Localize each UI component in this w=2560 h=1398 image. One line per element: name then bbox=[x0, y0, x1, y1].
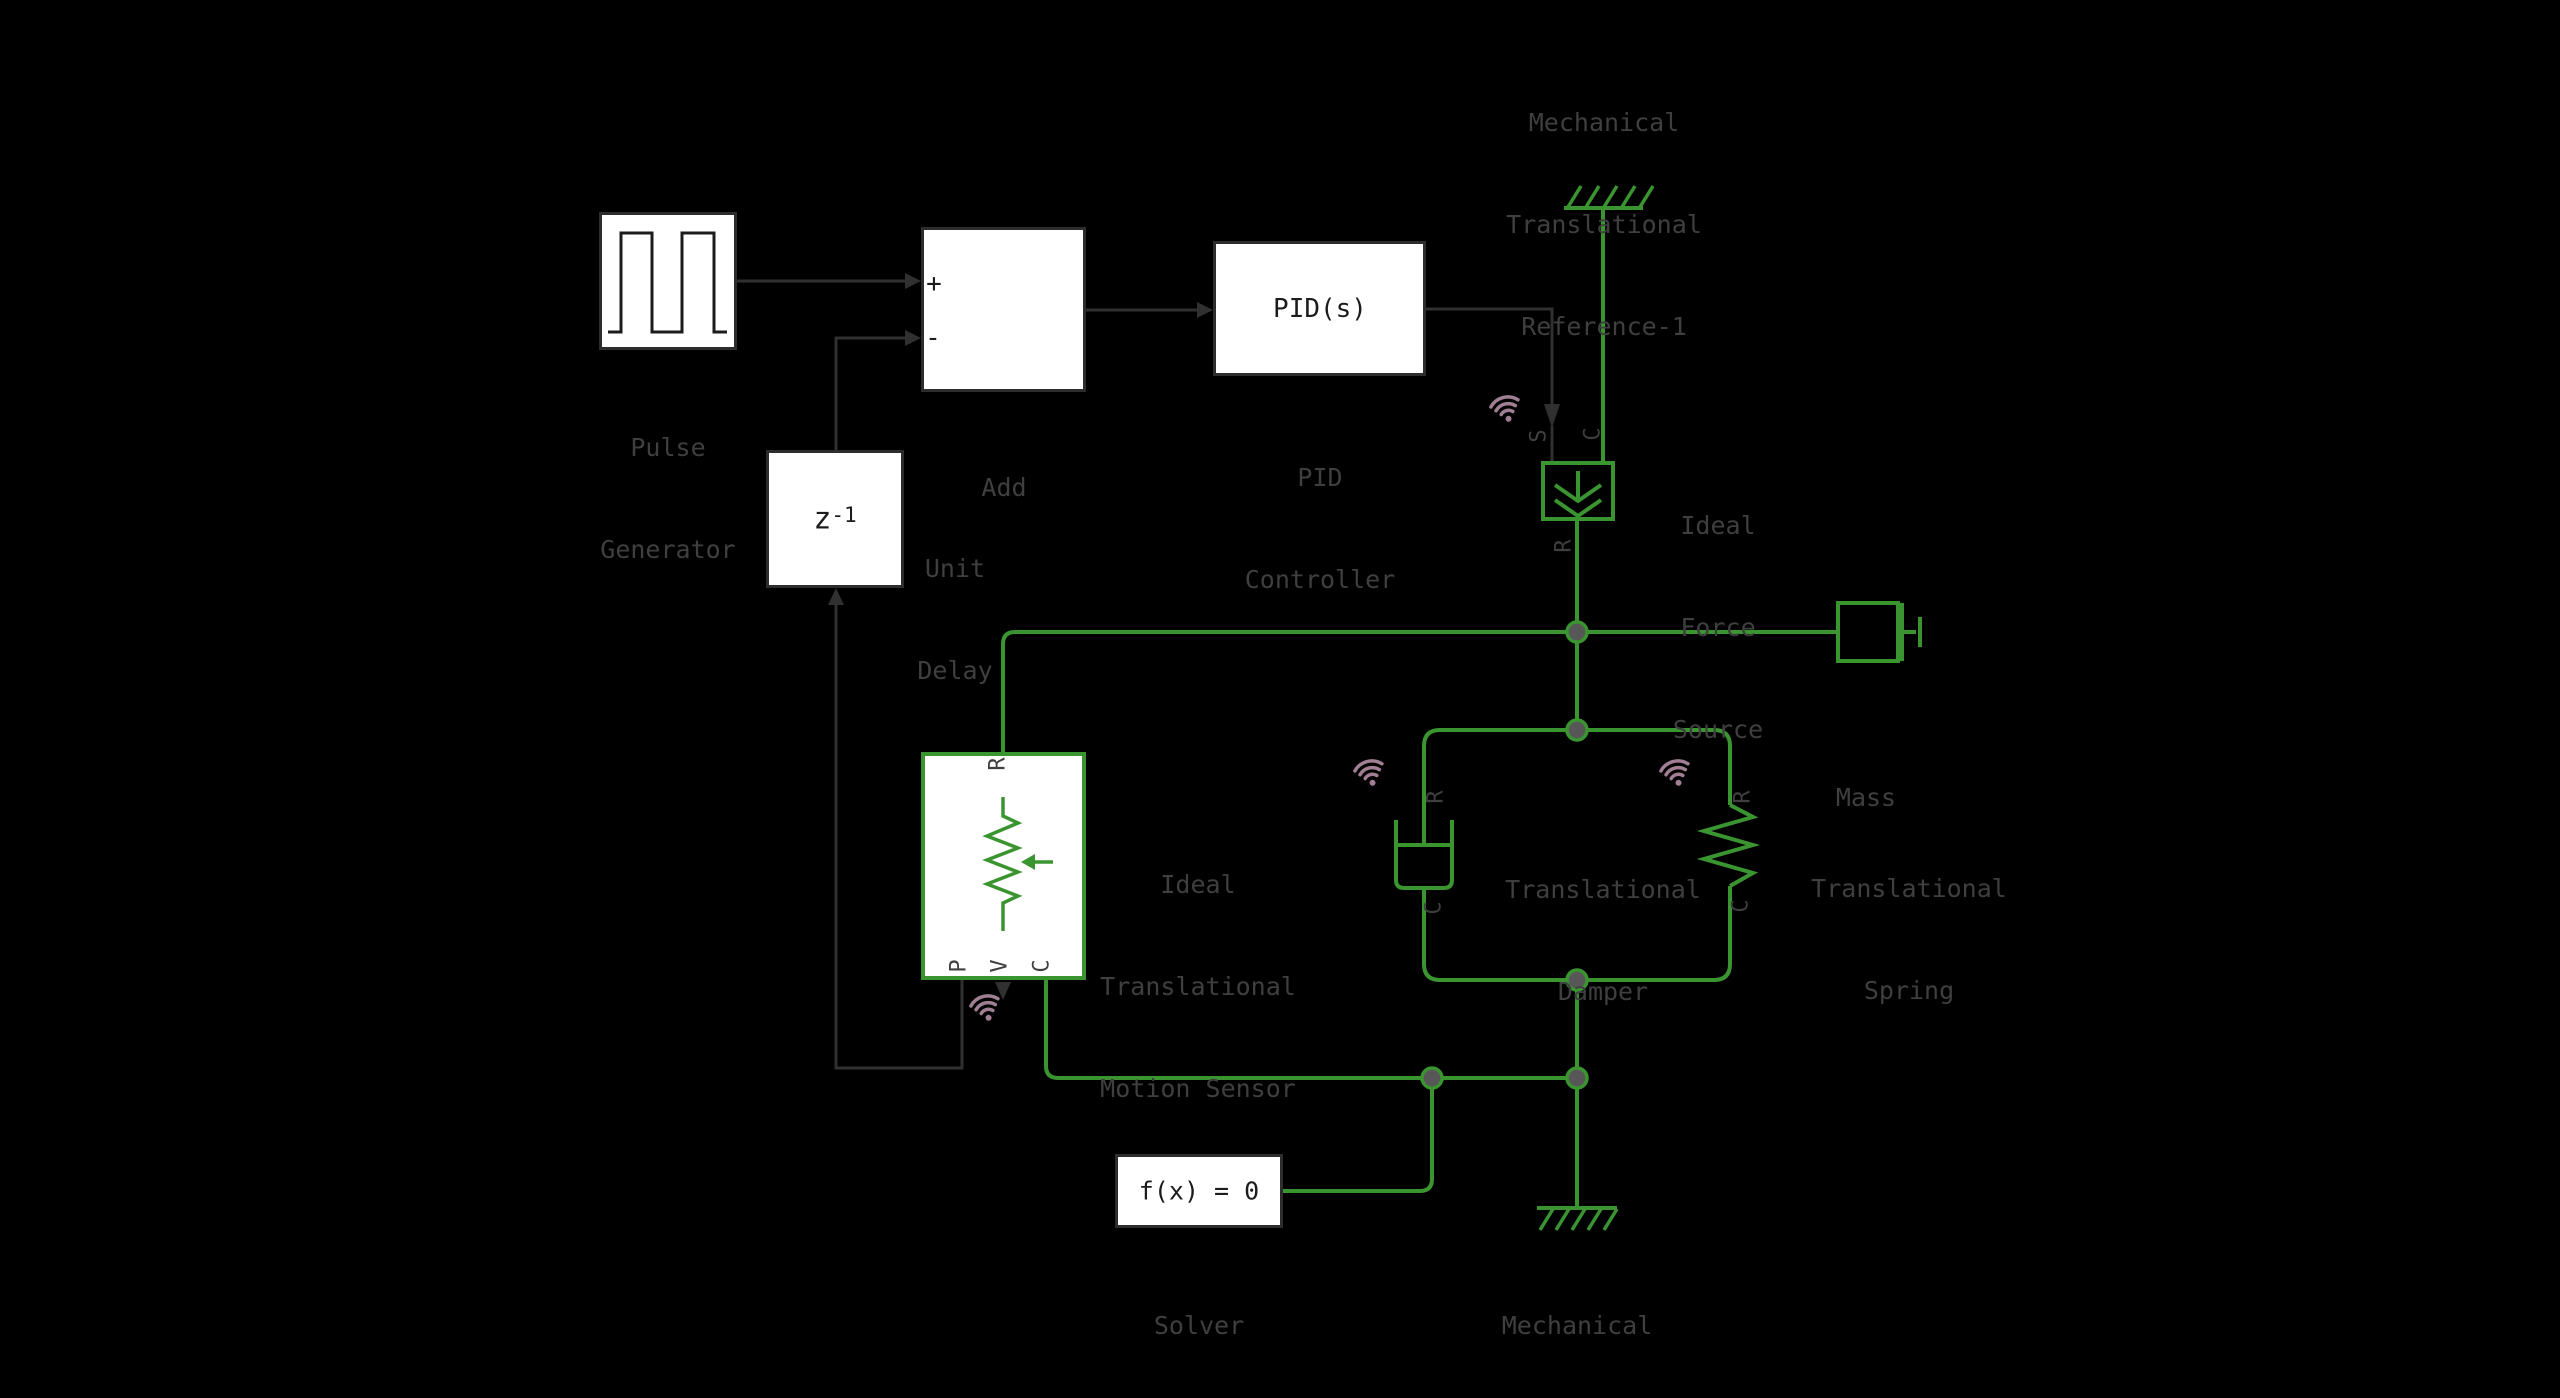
add-block[interactable] bbox=[921, 227, 1086, 392]
spring-port-c: C bbox=[1728, 899, 1754, 913]
mass-block[interactable] bbox=[1836, 601, 1922, 663]
wifi-icon[interactable] bbox=[1659, 758, 1692, 789]
potentiometer-arrow-icon bbox=[982, 797, 1053, 931]
arrowhead-icon bbox=[905, 330, 921, 346]
add-to-pid-wire[interactable] bbox=[1086, 302, 1213, 318]
pid-to-force-source-wire[interactable] bbox=[1426, 307, 1560, 463]
mass-block-icon bbox=[1900, 603, 1922, 661]
sensor-port-r: R bbox=[985, 757, 1011, 771]
wifi-icon[interactable] bbox=[1353, 758, 1386, 789]
mechanical-translational-reference-block[interactable] bbox=[1537, 1206, 1619, 1231]
pid-controller-block[interactable] bbox=[1213, 241, 1426, 376]
arrowhead-icon bbox=[828, 588, 844, 605]
ideal-force-source-block[interactable] bbox=[1541, 461, 1615, 521]
junction-dot bbox=[1565, 718, 1589, 742]
mechanical-translational-reference-1-block[interactable] bbox=[1564, 185, 1655, 210]
sensor-port-c: C bbox=[1029, 959, 1055, 973]
translational-damper-block[interactable] bbox=[1394, 728, 1577, 982]
unit-delay-display-text: z-1 bbox=[813, 502, 856, 537]
zigzag-spring-icon bbox=[1696, 803, 1761, 888]
pulse-to-add-wire[interactable] bbox=[737, 273, 921, 289]
solver-configuration-block[interactable] bbox=[1115, 1154, 1283, 1228]
ground-hatching-icon bbox=[1538, 1208, 1619, 1231]
reference-1-label: Mechanical Translational Reference-1 bbox=[1506, 108, 1702, 341]
unit-delay-block[interactable] bbox=[766, 450, 904, 588]
sensor-v-port-arrowhead-icon bbox=[995, 982, 1011, 1000]
pid-controller-label: PID Controller bbox=[1244, 463, 1396, 594]
z-exponent: -1 bbox=[831, 503, 857, 528]
unit-delay-to-add-wire[interactable] bbox=[834, 330, 921, 450]
pulse-generator-label: Pulse Generator bbox=[600, 433, 736, 564]
translational-spring-block[interactable] bbox=[1577, 728, 1761, 982]
sensor-c-bottom-wire[interactable] bbox=[1044, 980, 1577, 1080]
add-label: Add bbox=[981, 473, 1027, 502]
sensor-p-feedback-wire[interactable] bbox=[828, 588, 964, 1070]
force-source-port-s: S bbox=[1526, 429, 1552, 443]
add-minus-sign: - bbox=[925, 323, 941, 353]
translational-spring-label: Translational Spring bbox=[1811, 874, 2007, 1005]
z-base: z bbox=[813, 501, 832, 537]
double-chevron-down-arrow-icon bbox=[1553, 471, 1603, 519]
wifi-icon[interactable] bbox=[969, 993, 1002, 1024]
force-source-port-c: C bbox=[1580, 427, 1606, 441]
solver-configuration-label: Solver Configuration bbox=[1153, 1311, 1245, 1340]
sensor-port-v: V bbox=[987, 959, 1013, 973]
junction-dot bbox=[1565, 1066, 1589, 1090]
damper-port-c: C bbox=[1421, 901, 1447, 915]
junction-dot bbox=[1565, 968, 1589, 992]
damper-port-r: R bbox=[1423, 790, 1449, 804]
sensor-r-to-mass-wire[interactable] bbox=[1001, 630, 1838, 752]
arrowhead-icon bbox=[905, 273, 921, 289]
unit-delay-label: Unit Delay bbox=[917, 554, 993, 685]
solver-display-text: f(x) = 0 bbox=[1138, 1176, 1260, 1206]
reference-label: Mechanical Translational Reference bbox=[1501, 1311, 1653, 1340]
junction-dot bbox=[1420, 1066, 1444, 1090]
arrowhead-icon bbox=[1197, 302, 1213, 318]
ground-hatching-icon bbox=[1566, 185, 1655, 208]
wifi-icon[interactable] bbox=[1489, 394, 1522, 425]
junction-dot bbox=[1565, 620, 1589, 644]
arrowhead-icon bbox=[1544, 404, 1560, 428]
motion-sensor-label: Ideal Translational Motion Sensor bbox=[1100, 870, 1296, 1103]
pid-display-text: PID(s) bbox=[1273, 294, 1367, 324]
solver-configuration-wire[interactable] bbox=[1283, 1078, 1434, 1193]
add-plus-sign: + bbox=[926, 269, 942, 299]
force-source-port-r: R bbox=[1551, 539, 1577, 553]
translational-damper-label: Translational Damper bbox=[1505, 875, 1701, 1006]
ideal-force-source-label: Ideal Force Source bbox=[1672, 511, 1764, 744]
mass-label: Mass bbox=[1835, 783, 1897, 812]
square-wave-icon bbox=[608, 231, 727, 334]
sensor-port-p: P bbox=[946, 959, 972, 973]
